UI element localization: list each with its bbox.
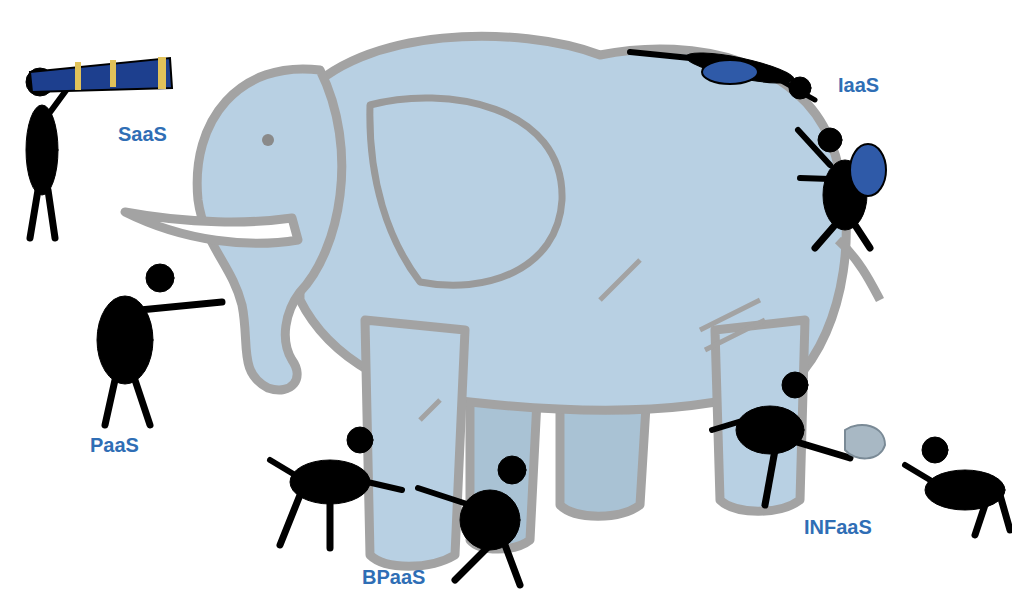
trunk-figure [97, 264, 222, 425]
elephant-ear [370, 98, 562, 285]
skin-wrinkles [420, 260, 765, 420]
service-label: IaaS [838, 74, 879, 96]
near-front-leg [365, 320, 465, 566]
service-label: INFaaS [804, 516, 872, 538]
service-label: PaaS [90, 434, 139, 456]
service-label: BPaaS [362, 566, 425, 588]
elephant-tusk [125, 212, 298, 243]
elephant-tail [838, 240, 880, 300]
kicking-figures [712, 372, 1010, 535]
elephant [125, 36, 880, 566]
back-figures [630, 47, 886, 248]
near-hind-leg [715, 320, 805, 511]
leg-figures [270, 427, 526, 585]
elephant-eye [262, 134, 274, 146]
telescope-figure [26, 57, 172, 238]
service-label: SaaS [118, 123, 167, 145]
